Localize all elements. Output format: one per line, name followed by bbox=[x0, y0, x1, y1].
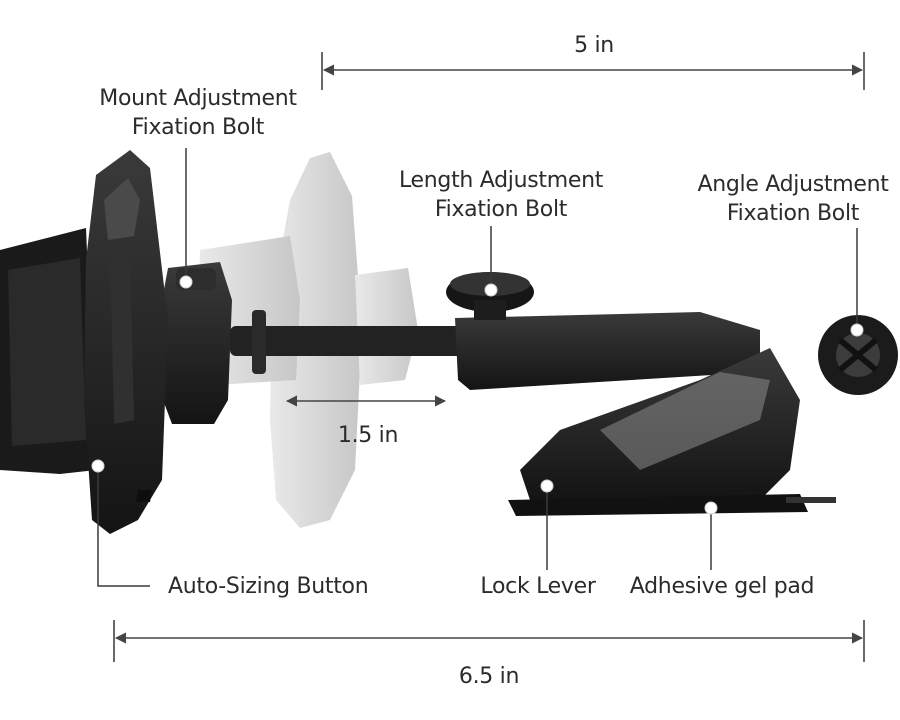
telescopic-arm bbox=[230, 310, 760, 390]
auto-sizing-dot bbox=[91, 459, 105, 473]
angle-joint bbox=[818, 315, 898, 395]
length-bolt-label: Length Adjustment Fixation Bolt bbox=[398, 168, 604, 222]
gel-pad-dot bbox=[704, 501, 718, 515]
mount-bolt-dot bbox=[179, 275, 193, 289]
lock-lever-label: Lock Lever bbox=[480, 574, 596, 599]
callout-dots bbox=[91, 275, 864, 515]
gel-pad-label: Adhesive gel pad bbox=[629, 574, 815, 599]
extension-dimension-label: 1.5 in bbox=[337, 423, 399, 448]
dimension-lines bbox=[113, 52, 865, 662]
lock-lever-dot bbox=[540, 479, 554, 493]
mount-collar bbox=[160, 262, 232, 424]
auto-sizing-label: Auto-Sizing Button bbox=[168, 574, 369, 599]
angle-bolt-dot bbox=[850, 323, 864, 337]
bottom-dimension-label: 6.5 in bbox=[458, 664, 520, 689]
angle-bolt-label: Angle Adjustment Fixation Bolt bbox=[697, 172, 889, 226]
mount-bolt-label: Mount Adjustment Fixation Bolt bbox=[99, 86, 297, 140]
length-bolt-dot bbox=[484, 283, 498, 297]
top-dimension-label: 5 in bbox=[574, 33, 614, 58]
phone-holder bbox=[0, 150, 168, 534]
leader-lines bbox=[97, 148, 858, 587]
base bbox=[508, 348, 836, 516]
